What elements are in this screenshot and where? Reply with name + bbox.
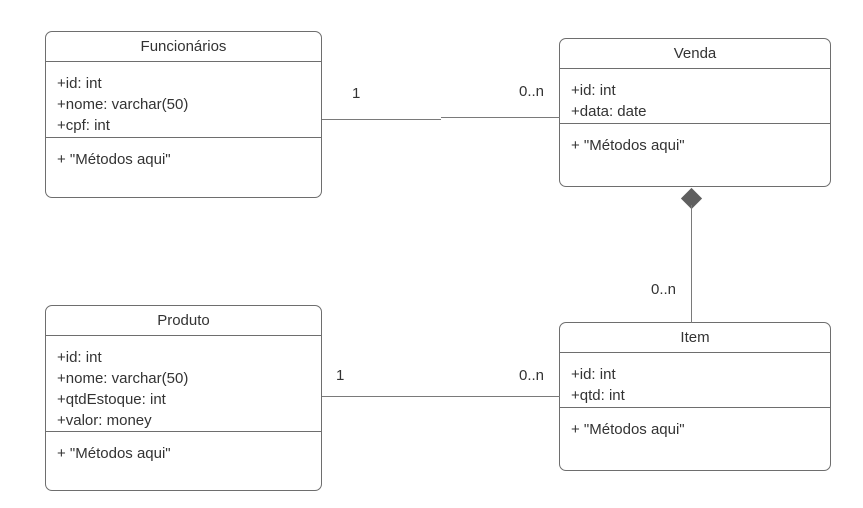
class-methods-item: + "Métodos aqui" xyxy=(560,408,830,450)
method-row: + "Métodos aqui" xyxy=(571,421,685,438)
class-title-produto: Produto xyxy=(46,306,321,336)
class-box-funcionarios[interactable]: Funcionários +id: int +nome: varchar(50)… xyxy=(45,31,322,198)
class-methods-produto: + "Métodos aqui" xyxy=(46,432,321,474)
attribute-row: +valor: money xyxy=(57,412,152,429)
class-attributes-venda: +id: int +data: date xyxy=(560,69,830,124)
class-methods-funcionarios: + "Métodos aqui" xyxy=(46,138,321,180)
attribute-row: +id: int xyxy=(57,349,102,366)
method-row: + "Métodos aqui" xyxy=(57,151,171,168)
attribute-row: +qtdEstoque: int xyxy=(57,391,166,408)
multiplicity-funcionarios-venda-source: 1 xyxy=(352,85,361,102)
multiplicity-funcionarios-venda-target: 0..n xyxy=(519,83,545,100)
attribute-row: +id: int xyxy=(57,75,102,92)
class-title-venda: Venda xyxy=(560,39,830,69)
class-attributes-produto: +id: int +nome: varchar(50) +qtdEstoque:… xyxy=(46,336,321,432)
class-title-funcionarios: Funcionários xyxy=(46,32,321,62)
class-attributes-item: +id: int +qtd: int xyxy=(560,353,830,408)
method-row: + "Métodos aqui" xyxy=(57,445,171,462)
attribute-row: +data: date xyxy=(571,103,647,120)
method-row: + "Métodos aqui" xyxy=(571,137,685,154)
multiplicity-venda-item-target: 0..n xyxy=(651,281,677,298)
class-methods-venda: + "Métodos aqui" xyxy=(560,124,830,166)
association-line-produto-item xyxy=(322,396,560,397)
attribute-row: +qtd: int xyxy=(571,387,625,404)
association-line-funcionarios-venda-left xyxy=(322,119,441,120)
class-box-venda[interactable]: Venda +id: int +data: date + "Métodos aq… xyxy=(559,38,831,187)
attribute-row: +nome: varchar(50) xyxy=(57,96,189,113)
class-box-item[interactable]: Item +id: int +qtd: int + "Métodos aqui" xyxy=(559,322,831,471)
attribute-row: +nome: varchar(50) xyxy=(57,370,189,387)
class-box-produto[interactable]: Produto +id: int +nome: varchar(50) +qtd… xyxy=(45,305,322,491)
attribute-row: +id: int xyxy=(571,82,616,99)
multiplicity-produto-item-target: 0..n xyxy=(519,367,545,384)
class-attributes-funcionarios: +id: int +nome: varchar(50) +cpf: int xyxy=(46,62,321,138)
attribute-row: +id: int xyxy=(571,366,616,383)
attribute-row: +cpf: int xyxy=(57,117,110,134)
composition-line-venda-item xyxy=(691,205,692,323)
multiplicity-produto-item-source: 1 xyxy=(336,367,345,384)
class-title-item: Item xyxy=(560,323,830,353)
association-line-funcionarios-venda-right xyxy=(441,117,560,118)
